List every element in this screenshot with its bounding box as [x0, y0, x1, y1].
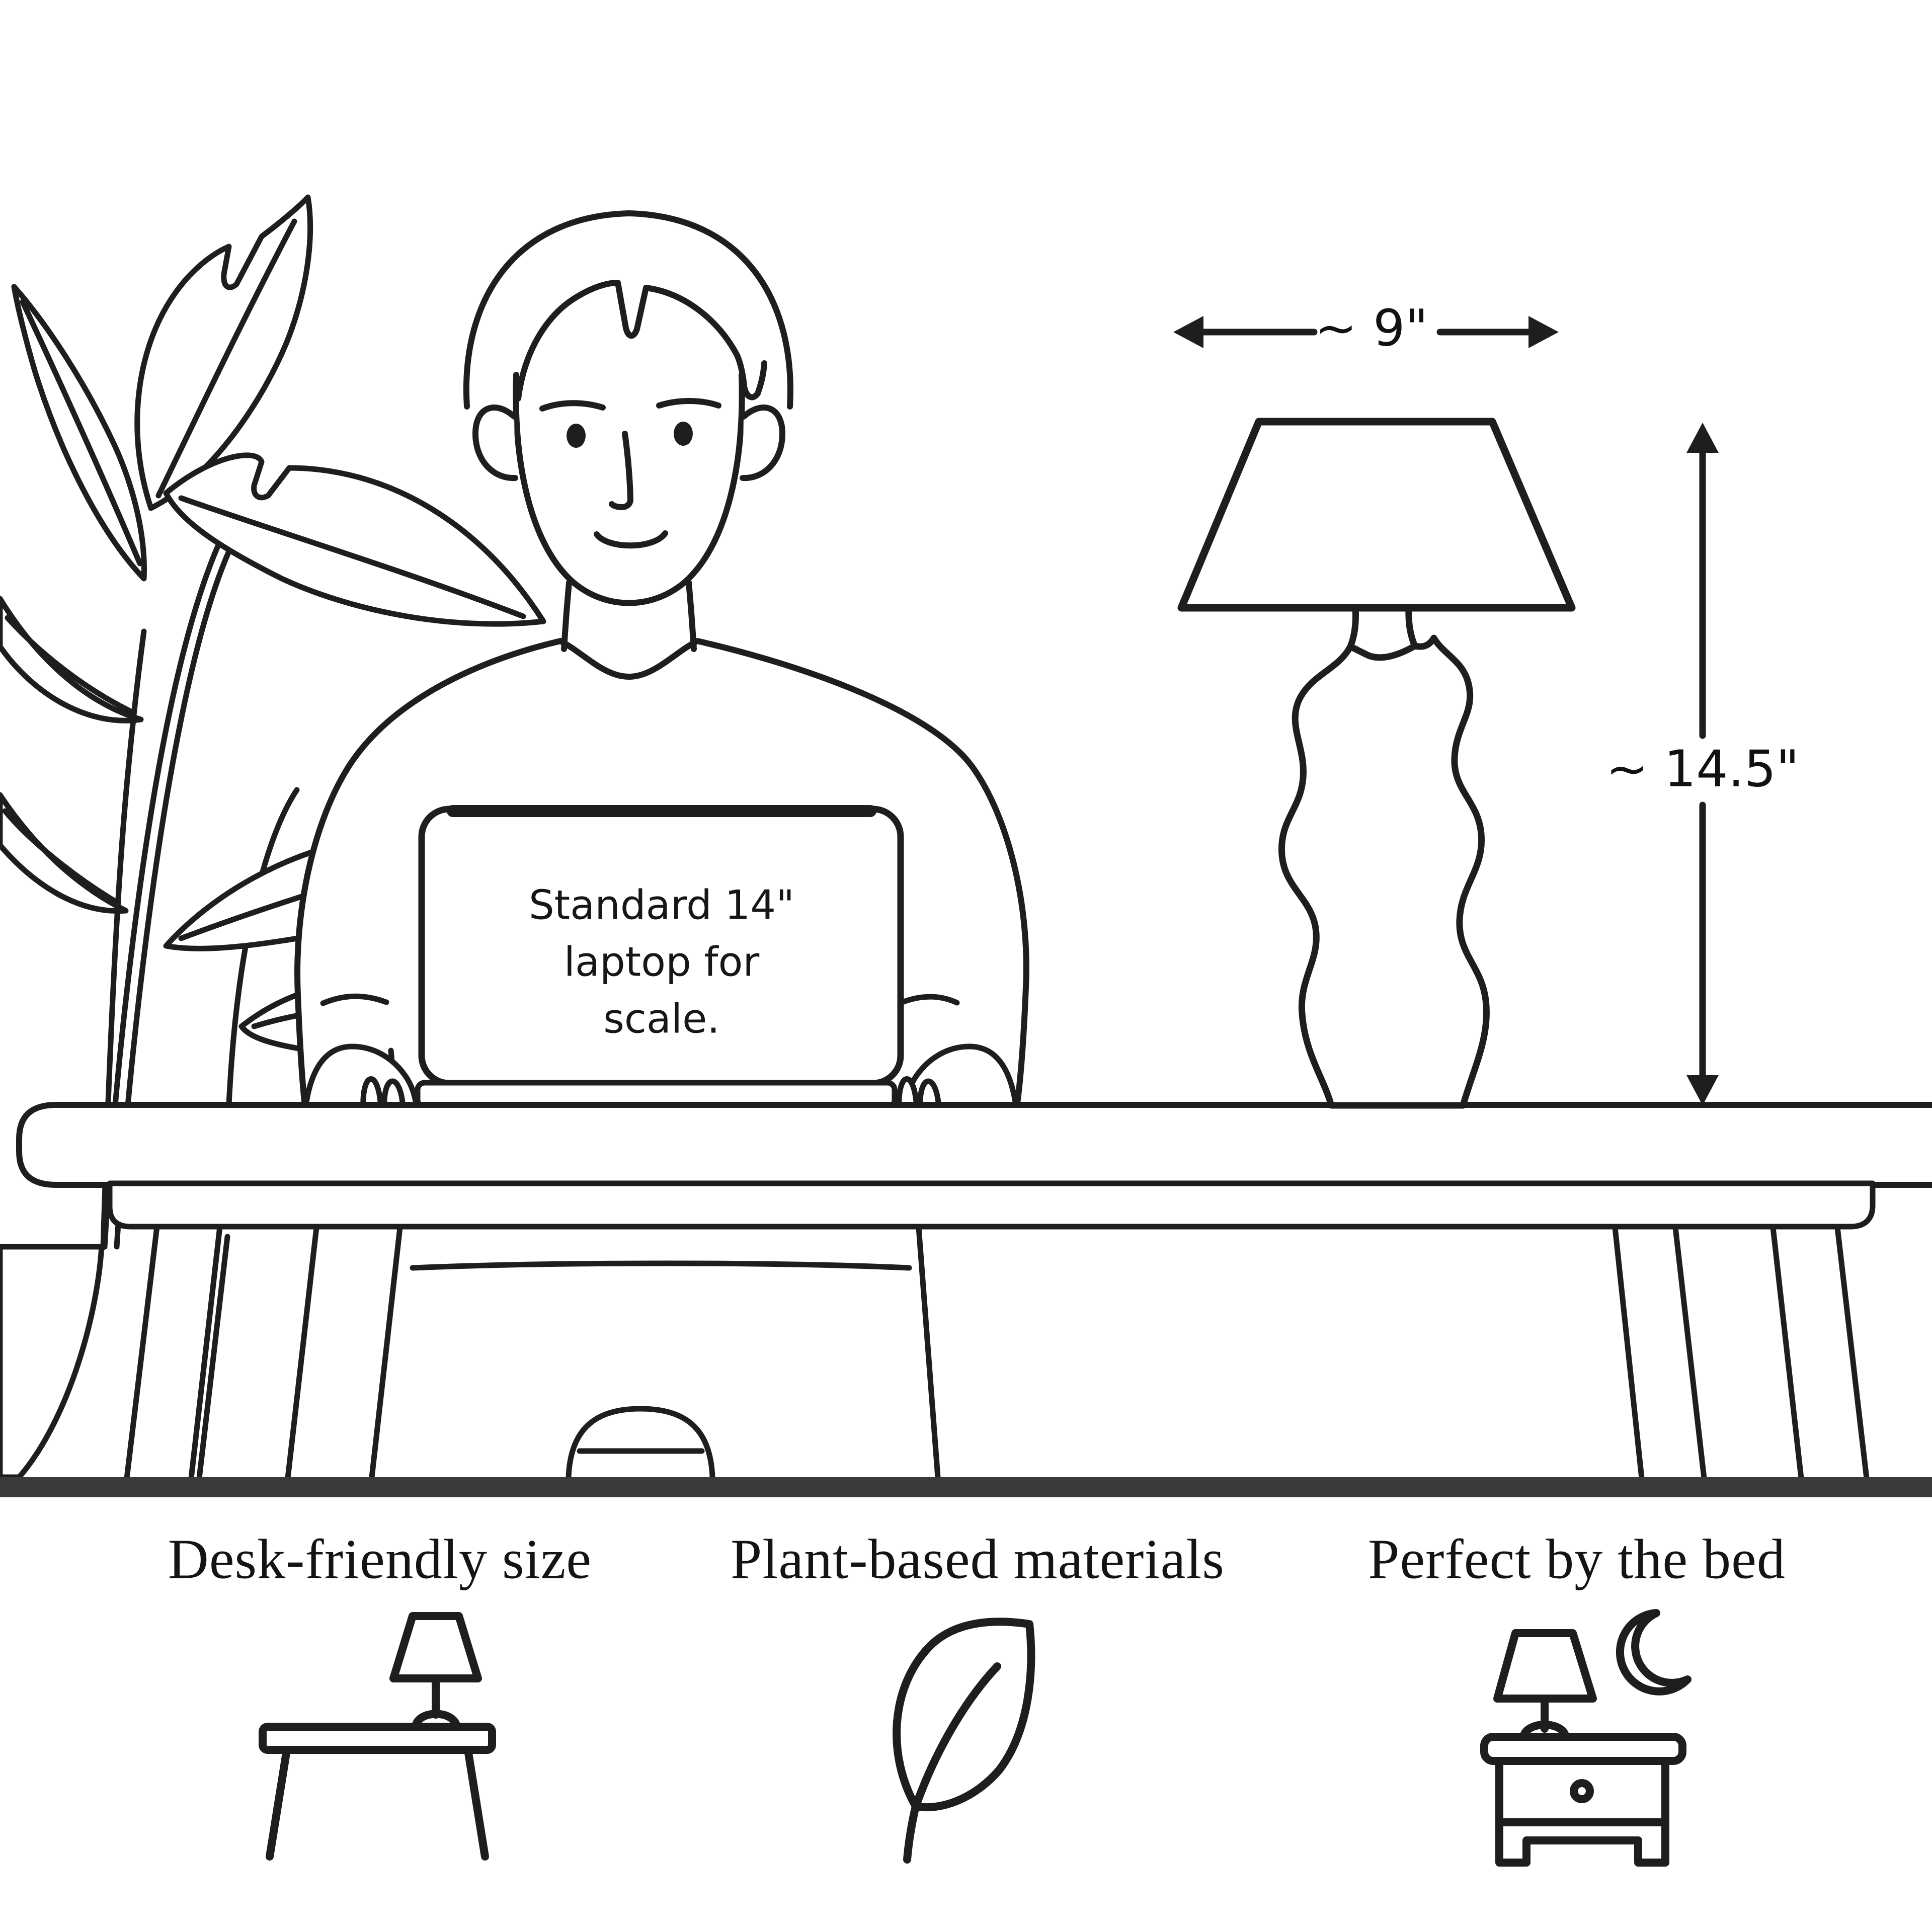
plant-leaf [163, 452, 546, 627]
person-neck [561, 580, 572, 652]
person-finger [360, 1076, 384, 1111]
plant-leaf [0, 792, 129, 914]
height-dimension-label: ~ 14.5" [1600, 739, 1805, 798]
person-neck [686, 580, 697, 652]
plant-pot [0, 1244, 105, 1480]
person-finger [917, 1078, 942, 1111]
lamp-neck [1347, 604, 1359, 650]
arrow-right-head-icon [1528, 316, 1559, 348]
nightstand-moon-icon [1480, 1609, 1692, 1867]
width-dimension-label: ~ 9" [1315, 298, 1428, 358]
plant-stem [102, 505, 239, 1250]
sleeve-cuff [897, 994, 960, 1006]
leaf-midrib [2, 808, 121, 906]
desk-illustration [16, 1102, 1932, 1481]
person-hair-outline [463, 210, 793, 410]
arrow-up-head-icon [1686, 423, 1719, 453]
plant-stem [114, 513, 251, 1250]
feature-label-plant-based: Plant-based materials [730, 1528, 1225, 1591]
arrow-left-head-icon [1173, 316, 1203, 348]
laptop-scale-note: Standard 14" laptop for scale. [529, 877, 794, 1048]
person-ear [740, 405, 785, 481]
leaf-midrib [20, 299, 143, 567]
laptop-illustration [415, 805, 904, 1110]
person-mouth [594, 530, 668, 549]
laptop-scale-note-line: scale. [603, 995, 720, 1042]
person-ear [472, 405, 518, 481]
leaf-icon [893, 1618, 1035, 1864]
person-eye [567, 424, 586, 448]
sleeve-cuff [320, 993, 389, 1006]
person-finger [381, 1078, 406, 1111]
desk-apron [107, 1180, 1876, 1230]
lamp-neck [1405, 604, 1418, 650]
moon-icon [1616, 1609, 1692, 1696]
person-eye [674, 422, 693, 446]
table-lamp-product [1177, 418, 1576, 1109]
lamp-wavy-base [1278, 634, 1490, 1109]
height-dimension-arrows [1686, 423, 1719, 1105]
leaf-midrib [178, 495, 526, 619]
desk-top-slab [16, 1102, 1932, 1188]
plant-leaf [0, 596, 144, 723]
drawer-knob-icon [1570, 1779, 1594, 1803]
lamp-shade [1177, 418, 1576, 612]
arrow-down-head-icon [1686, 1075, 1719, 1105]
person-finger [896, 1076, 920, 1111]
feature-label-desk-friendly: Desk-friendly size [168, 1528, 592, 1591]
person-eyebrow [656, 398, 721, 409]
side-table-lamp-icon [259, 1612, 496, 1861]
person-nose [609, 431, 633, 510]
desk-legs [124, 1224, 1870, 1481]
feature-label-by-the-bed: Perfect by the bed [1368, 1528, 1786, 1591]
person-lap-under-desk [369, 1225, 941, 1480]
laptop-scale-note-line: laptop for [564, 938, 760, 986]
person-hair-fringe [515, 280, 767, 401]
person-face-outline [513, 372, 745, 606]
width-dimension-arrows [1173, 316, 1559, 348]
laptop-scale-note-line: Standard 14" [529, 881, 794, 929]
person-eyebrow [539, 400, 606, 412]
leaf-midrib [155, 218, 297, 499]
leaf-midrib [5, 615, 135, 715]
floor-line [0, 1477, 1932, 1497]
